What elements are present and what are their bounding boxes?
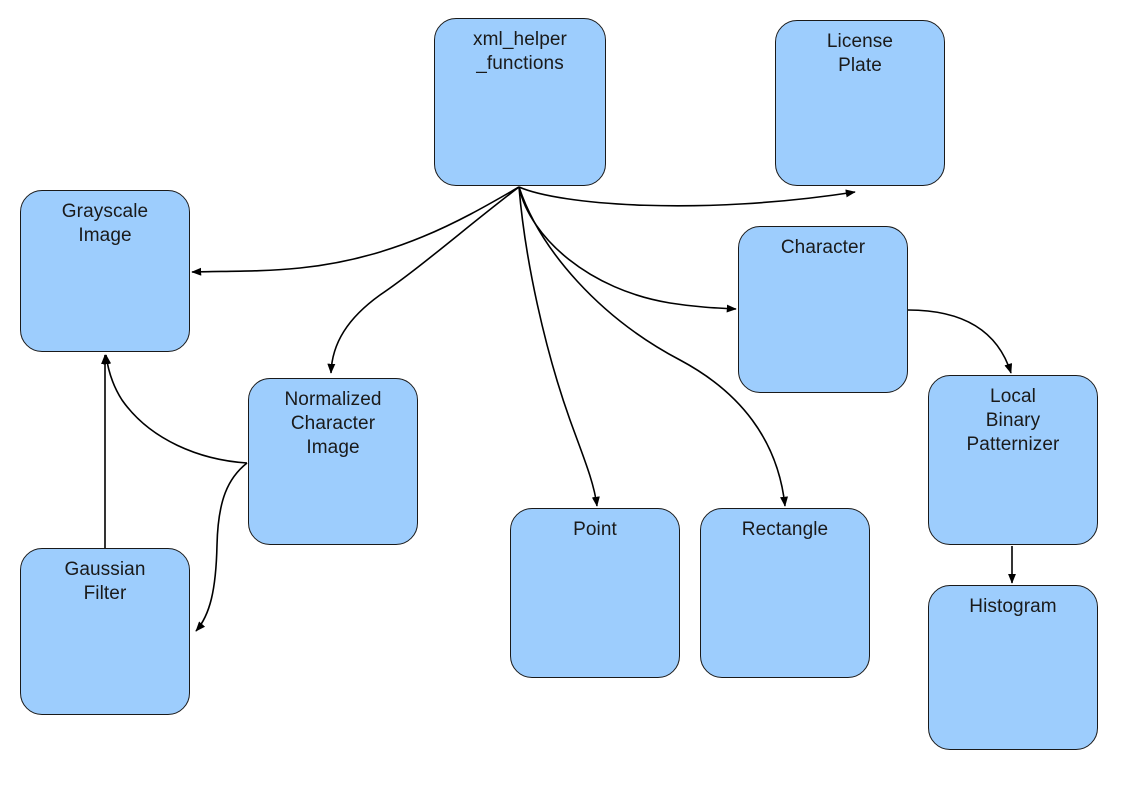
node-normalized-character-image[interactable]: Normalized Character Image [248,378,418,545]
node-label-grayscale-image: Grayscale Image [61,201,149,246]
node-label-point: Point [573,519,617,540]
node-local-binary-patternizer[interactable]: Local Binary Patternizer [928,375,1098,545]
node-label-rectangle: Rectangle [741,519,829,540]
node-label-normalized-character-image: Normalized Character Image [284,389,382,458]
node-gaussian-filter[interactable]: Gaussian Filter [20,548,190,715]
node-point[interactable]: Point [510,508,680,678]
node-character[interactable]: Character [738,226,908,393]
node-label-xml-helper-functions: xml_helper _functions [473,29,567,74]
node-label-gaussian-filter: Gaussian Filter [64,559,146,604]
node-xml-helper-functions[interactable]: xml_helper _functions [434,18,606,186]
node-label-histogram: Histogram [969,596,1057,617]
node-label-license-plate: License Plate [826,31,894,76]
node-license-plate[interactable]: License Plate [775,20,945,186]
node-label-character: Character [780,237,866,258]
node-histogram[interactable]: Histogram [928,585,1098,750]
node-grayscale-image[interactable]: Grayscale Image [20,190,190,352]
node-rectangle[interactable]: Rectangle [700,508,870,678]
node-label-local-binary-patternizer: Local Binary Patternizer [966,386,1060,455]
